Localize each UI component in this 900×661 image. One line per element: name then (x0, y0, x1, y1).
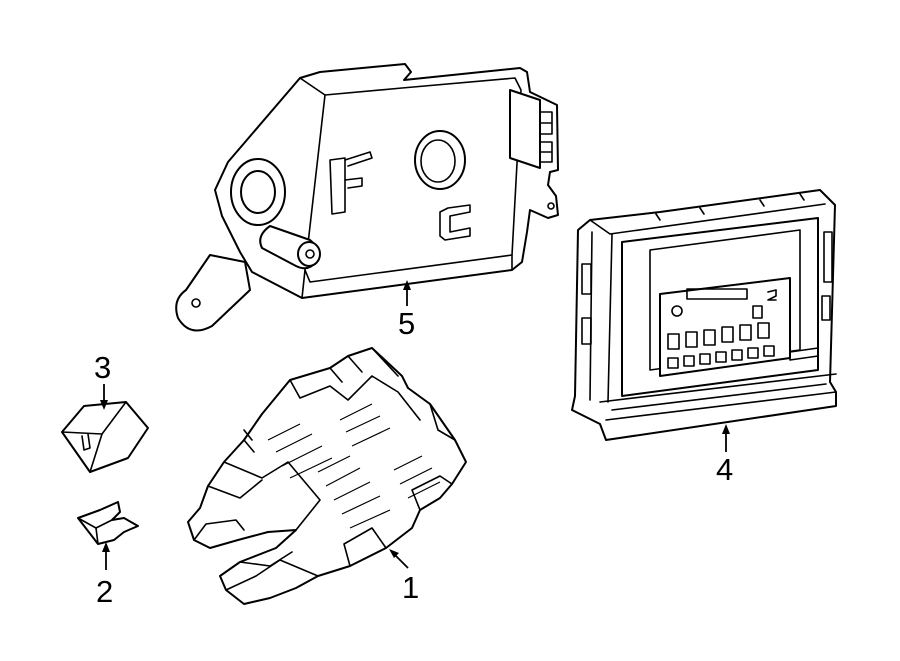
callout-4: 4 (716, 452, 733, 487)
part-5-mounting-bracket (175, 63, 559, 332)
part-2-clip (77, 501, 139, 545)
module-button-grid (667, 322, 775, 369)
part-1-junction-block (187, 347, 467, 605)
callout-3: 3 (94, 350, 111, 385)
part-3-relay (61, 401, 149, 473)
callout-5: 5 (398, 306, 415, 341)
callout-2: 2 (96, 574, 113, 609)
leader-lines (100, 280, 730, 570)
part-4-control-module (571, 189, 837, 441)
callout-1: 1 (402, 570, 419, 605)
